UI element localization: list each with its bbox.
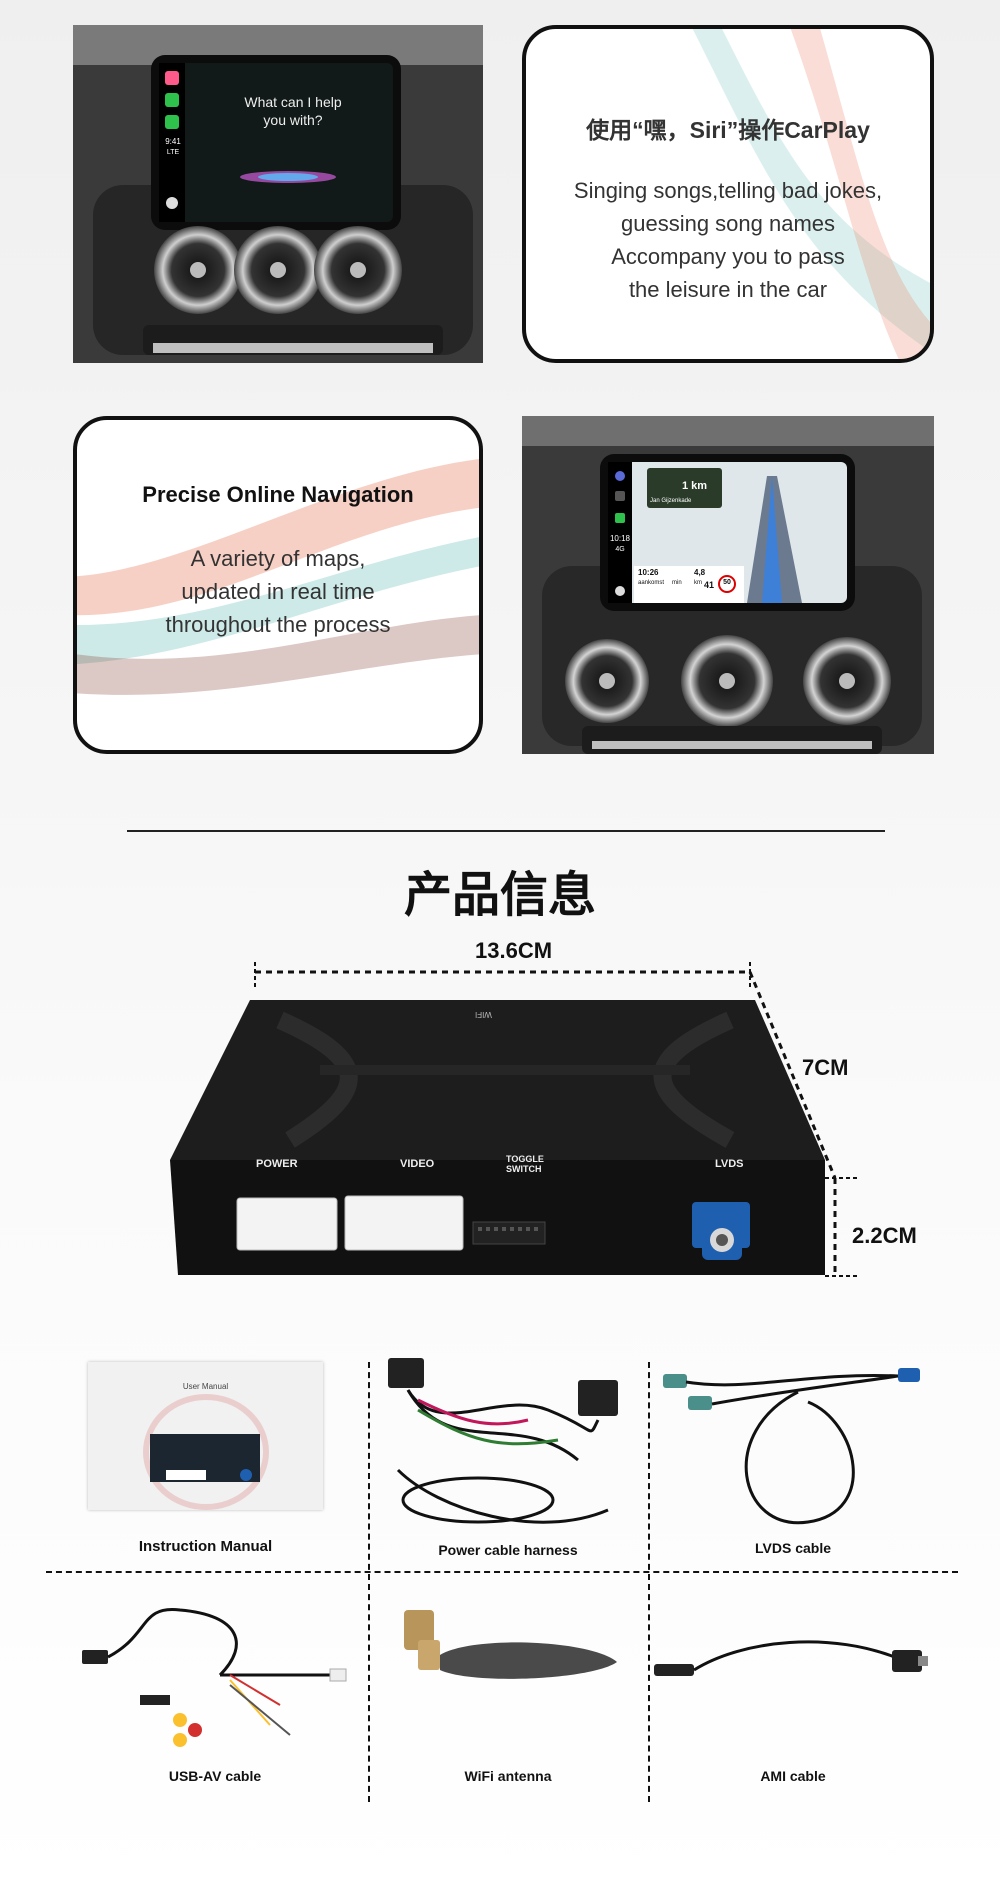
navigation-card-title: Precise Online Navigation <box>142 482 414 507</box>
manual-cover-title: User Manual <box>182 1382 229 1391</box>
nav-speed-limit: 50 <box>723 579 731 586</box>
usb-av-cable-image <box>80 1595 350 1765</box>
width-dimension: 13.6CM <box>475 938 553 963</box>
nav-time: 10:18 <box>609 534 631 543</box>
nav-speed: 41 <box>704 580 715 590</box>
port-label-power: POWER <box>256 1158 298 1170</box>
height-dimension: 2.2CM <box>852 1223 917 1248</box>
item-label: LVDS cable <box>755 1540 831 1556</box>
siri-card-body: Singing songs,telling bad jokes, guessin… <box>573 178 883 302</box>
nav-eta: 10:26 <box>638 568 659 577</box>
item-label: AMI cable <box>760 1768 826 1784</box>
grid-line <box>46 1571 958 1573</box>
nav-distance: 1 km <box>682 480 708 492</box>
section-title: 产品信息 <box>403 867 596 923</box>
card-decoration <box>692 29 930 359</box>
device-dimension-diagram: 13.6CM 7CM 2.2CM POWER VIDEO TOGGLE SWIT… <box>170 938 930 1300</box>
port-label-lvds: LVDS <box>715 1158 744 1170</box>
wifi-label: WIFI <box>475 1010 492 1019</box>
siri-time: 9:41 <box>165 137 181 146</box>
siri-prompt: What can I help you with? <box>244 94 342 128</box>
siri-card-title: 使用“嘿，Siri”操作CarPlay <box>586 117 870 143</box>
item-label: USB-AV cable <box>168 1768 262 1784</box>
lvds-cable-image <box>658 1362 928 1537</box>
port-label-video: VIDEO <box>400 1158 435 1170</box>
nav-min-label: min <box>672 580 682 586</box>
port-label-toggle: TOGGLE SWITCH <box>506 1154 544 1174</box>
item-label: Power cable harness <box>438 1542 578 1558</box>
nav-km-label: km <box>694 580 702 586</box>
nav-street: Jan Gijzenkade <box>650 498 692 504</box>
siri-network: LTE <box>166 149 180 156</box>
grid-line <box>648 1362 650 1802</box>
nav-eta-label: aankomst <box>638 580 665 586</box>
section-divider <box>127 830 885 832</box>
navigation-card-body: A variety of maps, updated in real time … <box>165 546 391 637</box>
nav-network: 4G <box>615 546 625 553</box>
nav-remaining: 4,8 <box>694 568 706 577</box>
navigation-feature-card: Precise Online Navigation A variety of m… <box>73 416 483 754</box>
siri-dashboard-photo: What can I help you with? 9:41 LTE <box>73 25 483 363</box>
siri-feature-card: 使用“嘿，Siri”操作CarPlay Singing songs,tellin… <box>522 25 934 363</box>
card-decoration <box>77 459 479 695</box>
power-cable-harness-image <box>378 1350 638 1545</box>
ami-cable-image <box>652 1620 932 1700</box>
navigation-dashboard-photo: 1 km Jan Gijzenkade 10:18 4G 10:26 4,8 a… <box>522 416 934 754</box>
wifi-antenna-image <box>392 1600 622 1700</box>
depth-dimension: 7CM <box>802 1055 849 1080</box>
grid-line <box>368 1362 370 1802</box>
item-label: WiFi antenna <box>464 1768 552 1784</box>
instruction-manual-image: User Manual <box>88 1362 323 1510</box>
item-label: Instruction Manual <box>138 1538 273 1555</box>
